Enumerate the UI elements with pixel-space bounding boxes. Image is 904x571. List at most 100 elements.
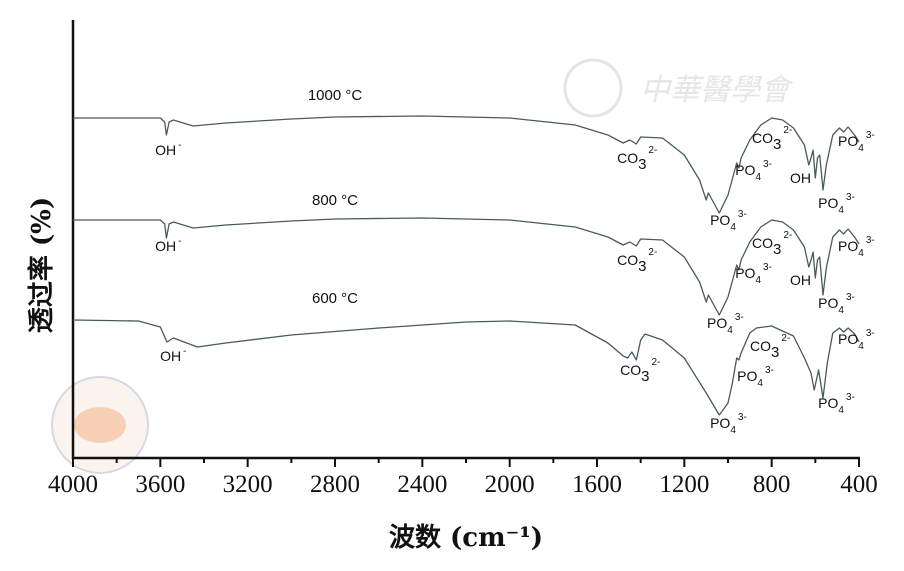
peak-annotation: PO43-	[710, 209, 747, 233]
annotation-superscript: 3-	[846, 292, 855, 303]
peak-annotation: PO43-	[710, 412, 747, 436]
annotation-superscript: 3-	[846, 392, 855, 403]
annotation-superscript: -	[183, 346, 186, 357]
annotation-superscript: -	[178, 236, 181, 247]
annotation-superscript: 3-	[763, 159, 772, 170]
annotation-subscript: 3	[638, 156, 646, 173]
annotation-base: PO	[707, 315, 727, 331]
x-tick-label: 3200	[223, 471, 273, 498]
x-tick-label: 400	[840, 471, 878, 498]
annotation-base: OH	[160, 348, 181, 364]
x-tick-label: 2000	[485, 471, 535, 498]
annotation-subscript: 3	[773, 241, 781, 258]
annotation-subscript: 4	[730, 222, 736, 233]
annotation-superscript: -	[178, 140, 181, 151]
annotation-subscript: 4	[858, 341, 864, 352]
watermark-seal-icon	[563, 58, 623, 118]
annotation-subscript: 4	[858, 143, 864, 154]
watermark-text: 中華醫學會	[640, 73, 794, 108]
peak-annotation: PO43-	[735, 262, 772, 286]
peak-annotation: CO32-	[752, 125, 792, 153]
annotation-subscript: 3	[773, 136, 781, 153]
series-group	[72, 115, 860, 416]
x-axis-title: 波数 (cm⁻¹)	[389, 523, 543, 553]
annotation-base: PO	[710, 212, 730, 228]
annotation-base: CO	[620, 362, 641, 378]
annotation-base: OH	[155, 238, 176, 254]
spectrum-line-800c	[73, 217, 860, 316]
peak-annotation: PO43-	[737, 365, 774, 389]
annotation-superscript: 3-	[866, 130, 875, 141]
peak-annotation: PO43-	[838, 130, 875, 154]
peak-annotation: CO32-	[617, 145, 657, 173]
peak-annotation: CO32-	[752, 230, 792, 258]
spectrum-line-1000c	[73, 115, 860, 214]
annotation-base: PO	[818, 395, 838, 411]
annotation-superscript: 3-	[866, 328, 875, 339]
annotation-base: PO	[818, 295, 838, 311]
annotation-subscript: 4	[727, 325, 733, 336]
peak-annotation: CO32-	[620, 357, 660, 385]
annotation-subscript: 4	[755, 275, 761, 286]
x-tick-label: 4000	[48, 471, 98, 498]
annotation-subscript: 4	[730, 425, 736, 436]
annotation-superscript: 3-	[735, 312, 744, 323]
annotation-superscript: 2-	[651, 357, 660, 368]
annotation-base: CO	[752, 235, 773, 251]
peak-annotation: OH-	[155, 236, 181, 254]
watermark: 中華醫學會	[51, 58, 794, 474]
peak-annotation: PO43-	[707, 312, 744, 336]
peak-annotation: PO43-	[818, 292, 855, 316]
x-tick-label: 1600	[572, 471, 622, 498]
x-tick-label: 800	[753, 471, 791, 498]
annotation-base: PO	[710, 415, 730, 431]
peak-annotation: PO43-	[818, 392, 855, 416]
annotation-subscript: 3	[638, 258, 646, 275]
annotation-base: OH	[790, 272, 811, 288]
peak-annotation: OH-	[160, 346, 186, 364]
annotation-base: CO	[752, 130, 773, 146]
annotation-base: CO	[750, 338, 771, 354]
annotation-subscript: 4	[838, 305, 844, 316]
peak-annotation: OH	[790, 272, 811, 288]
spectrum-line-600c	[72, 319, 860, 416]
annotation-base: PO	[735, 265, 755, 281]
peak-annotation: CO32-	[617, 247, 657, 275]
annotation-base: PO	[818, 195, 838, 211]
peak-annotation: OH	[790, 170, 811, 186]
annotation-base: PO	[838, 238, 858, 254]
y-axis-title: 透过率 (%)	[26, 197, 57, 333]
annotation-base: PO	[737, 368, 757, 384]
annotation-superscript: 2-	[648, 145, 657, 156]
annotation-superscript: 3-	[846, 192, 855, 203]
annotation-base: PO	[838, 331, 858, 347]
annotation-superscript: 3-	[866, 235, 875, 246]
peak-annotation: PO43-	[735, 159, 772, 183]
annotation-subscript: 4	[755, 172, 761, 183]
series-label: 600 °C	[312, 290, 358, 307]
annotation-base: OH	[155, 142, 176, 158]
annotation-subscript: 3	[641, 368, 649, 385]
annotation-base: CO	[617, 150, 638, 166]
peak-annotation: PO43-	[838, 235, 875, 259]
x-tick-label: 1200	[659, 471, 709, 498]
annotation-superscript: 3-	[765, 365, 774, 376]
annotation-superscript: 2-	[781, 333, 790, 344]
annotation-superscript: 2-	[648, 247, 657, 258]
x-tick-label: 3600	[135, 471, 185, 498]
x-tick-label: 2800	[310, 471, 360, 498]
peak-annotation: OH-	[155, 140, 181, 158]
peak-annotation: PO43-	[838, 328, 875, 352]
series-label: 1000 °C	[308, 87, 363, 104]
association-logo-map-icon	[74, 407, 126, 443]
annotation-superscript: 2-	[783, 230, 792, 241]
peak-annotation: PO43-	[818, 192, 855, 216]
annotation-superscript: 3-	[763, 262, 772, 273]
annotation-base: OH	[790, 170, 811, 186]
annotation-subscript: 4	[858, 248, 864, 259]
annotation-superscript: 3-	[738, 209, 747, 220]
annotation-subscript: 4	[838, 405, 844, 416]
